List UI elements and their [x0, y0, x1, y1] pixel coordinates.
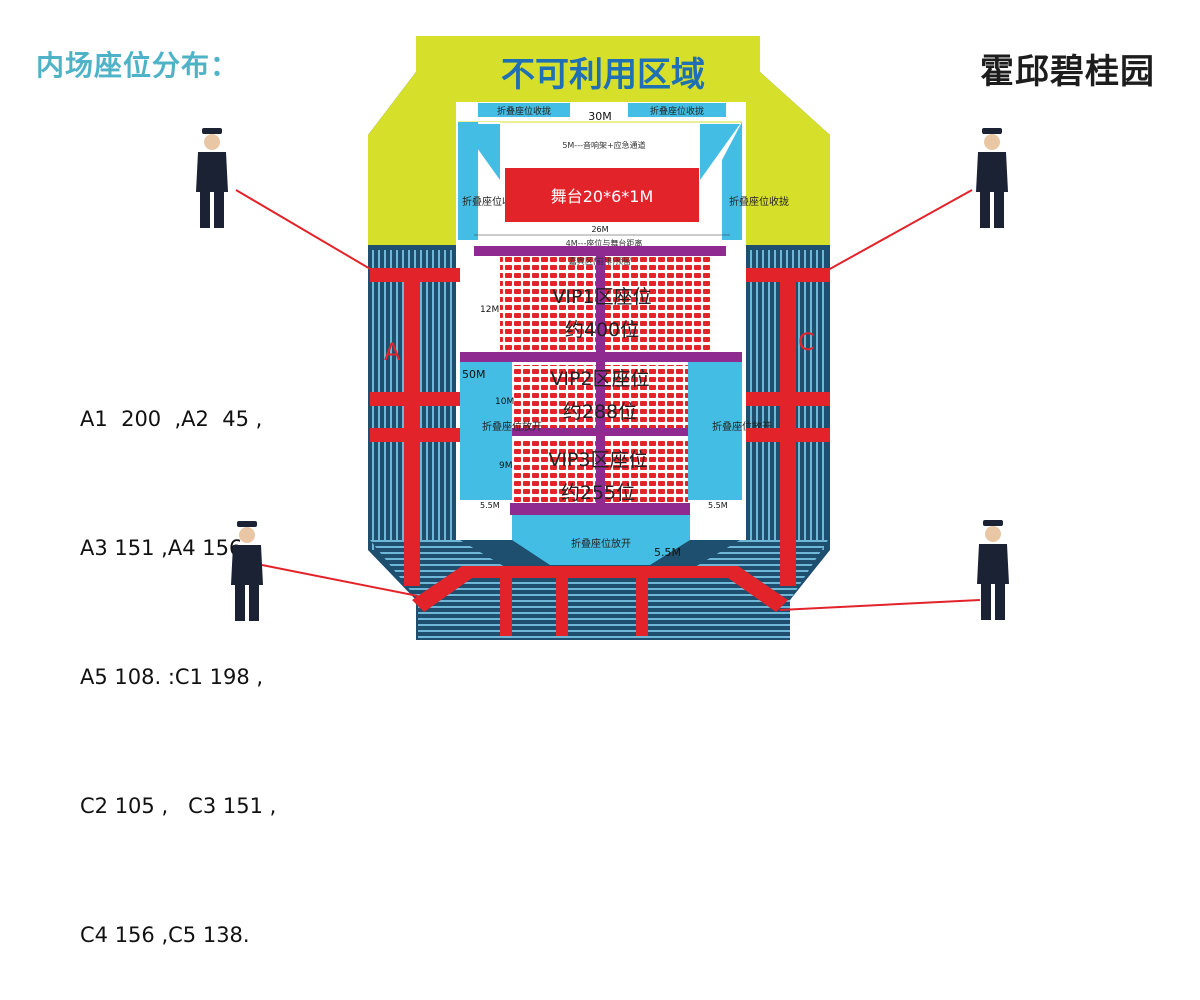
unusable-area [368, 36, 830, 245]
corridor-bottom-horiz [462, 566, 738, 578]
guard-line-top-left [235, 189, 373, 271]
folding-side-right [722, 122, 742, 240]
zone-vip1-count: 约400位 [565, 319, 639, 341]
folding-upper-left-tri [460, 124, 500, 180]
folding-open-bottom-label: 折叠座位放开 [571, 537, 631, 550]
dim-9m: 9M [499, 461, 513, 471]
stage [505, 168, 699, 222]
corridor-bottom-center-2 [556, 570, 568, 636]
aisle-center [596, 256, 605, 514]
folding-open-left-label: 折叠座位放开 [482, 420, 542, 433]
dim-10m: 10M [495, 397, 514, 407]
dim-5-5m-right: 5.5M [708, 501, 728, 510]
corridor-bottom-right [728, 566, 788, 612]
seat-count-line: A1 200 ,A2 45 , [80, 407, 263, 431]
zone-vip1-name: VIP1区座位 [552, 286, 651, 308]
stage-gap-note: 4M---座位与舞台距离 [566, 238, 643, 248]
front-row-note: 嘉宾区(前排)预留 [569, 256, 631, 266]
folding-top-right [628, 103, 726, 117]
folding-top-right-label: 折叠座位收拢 [650, 105, 704, 117]
corridor-right-mid2 [746, 428, 830, 442]
zone-vip3-name: VIP3区座位 [548, 449, 647, 471]
top-note: 5M---音响架+应急通道 [562, 140, 645, 150]
corridor-bottom-left [412, 566, 472, 612]
bleacher-bottom [370, 540, 828, 638]
corridor-bottom-center-1 [500, 570, 512, 636]
guard-line-top-right [827, 189, 973, 271]
dim-5-5m-bottom: 5.5M [654, 546, 681, 559]
seat-count-line: C4 156 ,C5 138. [80, 923, 250, 947]
corridor-left-vert [404, 268, 420, 586]
dim-12m: 12M [480, 305, 499, 315]
dim-30m: 30M [588, 110, 612, 123]
folding-top-left [478, 103, 570, 117]
security-guard-icon [196, 128, 228, 228]
guard-line-bottom-left [261, 564, 419, 597]
security-guard-icon [231, 521, 263, 621]
security-guard-icon [977, 520, 1009, 620]
aisle-front [474, 246, 726, 256]
folding-upper-right-tri [700, 124, 740, 180]
dim-5-5m-left: 5.5M [480, 501, 500, 510]
seat-count-line: C2 105 , C3 151 , [80, 794, 277, 818]
block-c-label: C [798, 328, 815, 356]
zone-vip3-count: 约255位 [561, 482, 635, 504]
zone-vip2-count: 约288位 [563, 401, 637, 423]
stage-label: 舞台20*6*1M [551, 187, 654, 206]
dim-26m: 26M [591, 225, 608, 234]
corridor-bottom-center-3 [636, 570, 648, 636]
corridor-left-mid1 [370, 392, 460, 406]
corridor-right-vert [780, 268, 796, 586]
folding-open-bottom [512, 515, 690, 565]
corridor-left-mid2 [370, 428, 460, 442]
unusable-area-label: 不可利用区域 [501, 55, 705, 95]
guard-line-bottom-right [779, 599, 981, 611]
dim-50m: 50M [462, 368, 486, 381]
folding-open-left [460, 362, 512, 500]
block-a-label: A [384, 338, 401, 366]
security-guard-icon [976, 128, 1008, 228]
folding-open-right [688, 362, 742, 500]
folding-side-left-wedge [458, 122, 478, 240]
venue-seating-map: 不可利用区域 折叠座位收拢 折叠座位收拢 30M 折叠座位收拢 折叠座位收拢 5… [196, 36, 1009, 640]
page-title: 内场座位分布： [36, 49, 240, 82]
corridor-right-mid1 [746, 392, 830, 406]
zone-vip2-name: VIP2区座位 [550, 368, 649, 390]
folding-top-left-label: 折叠座位收拢 [497, 105, 551, 117]
brand-logo: 霍邱碧桂园 [980, 52, 1155, 92]
folding-side-right-label: 折叠座位收拢 [729, 195, 789, 208]
